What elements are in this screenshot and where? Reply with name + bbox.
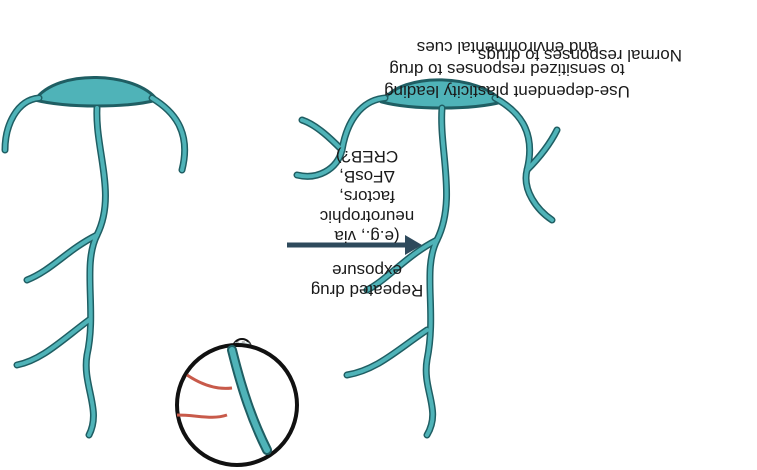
- left-neuron: [175, 78, 561, 467]
- left-inset-axon-2: [186, 373, 233, 390]
- right-caption-line-1: Use-dependent plasticity leading: [384, 82, 630, 101]
- arrow-label-line-5: factors,: [339, 187, 395, 206]
- arrow-label-line-7: CREB?): [335, 147, 399, 166]
- arrow-label-line-4: neurotrophic: [319, 207, 415, 226]
- right-neuron: [1, 76, 189, 439]
- arrow-label: Repeated drug exposure (e.g., via neurot…: [302, 146, 432, 300]
- right-panel-caption: Use-dependent plasticity leading to sens…: [347, 36, 667, 102]
- left-neuron-soma: [379, 78, 505, 110]
- right-caption-line-2: to sensitized responses to drug: [389, 60, 625, 79]
- left-inset-axon-1: [176, 413, 228, 419]
- arrow-label-line-3: (e.g., via: [334, 227, 400, 246]
- arrow-label-line-2: exposure: [332, 261, 402, 280]
- left-dendrite-upper-left: [491, 94, 556, 224]
- right-caption-line-3: and environmental cues: [416, 38, 598, 57]
- arrow-label-line-6: ΔFosB,: [339, 167, 395, 186]
- arrow-label-line-1: Repeated drug: [310, 281, 424, 300]
- drug-exposure-arrow: [287, 235, 422, 255]
- right-neuron-soma: [32, 76, 160, 108]
- left-synapse-inset: [175, 343, 299, 467]
